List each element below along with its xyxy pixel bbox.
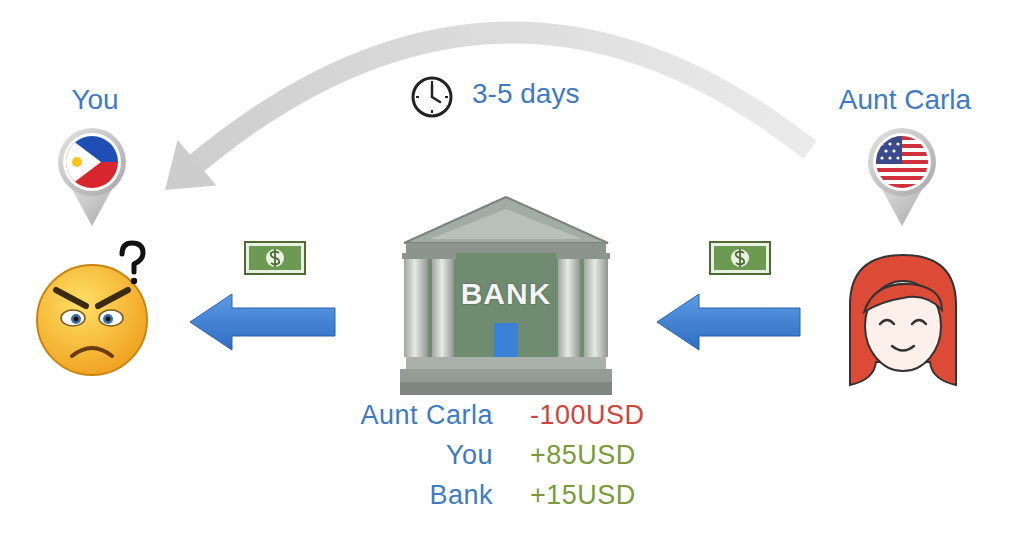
balance-amount: -100USD bbox=[530, 400, 645, 431]
duration-label: 3-5 days bbox=[470, 78, 581, 110]
usa-pin bbox=[868, 128, 936, 226]
person-name: You bbox=[30, 84, 160, 116]
balance-name: Aunt Carla bbox=[360, 400, 493, 431]
balance-amount: +85USD bbox=[530, 440, 636, 471]
bank-sign: BANK bbox=[400, 277, 612, 312]
person-node: Aunt Carla bbox=[805, 80, 1005, 390]
cash-icon bbox=[245, 242, 305, 274]
balance-amount: +15USD bbox=[530, 480, 636, 511]
money-flow-arrow bbox=[190, 294, 335, 350]
balance-name: Bank bbox=[429, 480, 493, 511]
cash-icon bbox=[710, 242, 770, 274]
angry-face bbox=[37, 243, 147, 375]
clock-icon bbox=[413, 78, 451, 116]
balance-name: You bbox=[446, 440, 493, 471]
philippines-pin bbox=[58, 128, 126, 226]
transfer-time-arrow bbox=[165, 32, 810, 190]
person-node: You bbox=[30, 80, 160, 390]
woman-face bbox=[850, 255, 956, 385]
money-flow-arrow bbox=[657, 294, 800, 350]
person-name: Aunt Carla bbox=[805, 84, 1005, 116]
bank-building: BANK bbox=[400, 195, 612, 395]
